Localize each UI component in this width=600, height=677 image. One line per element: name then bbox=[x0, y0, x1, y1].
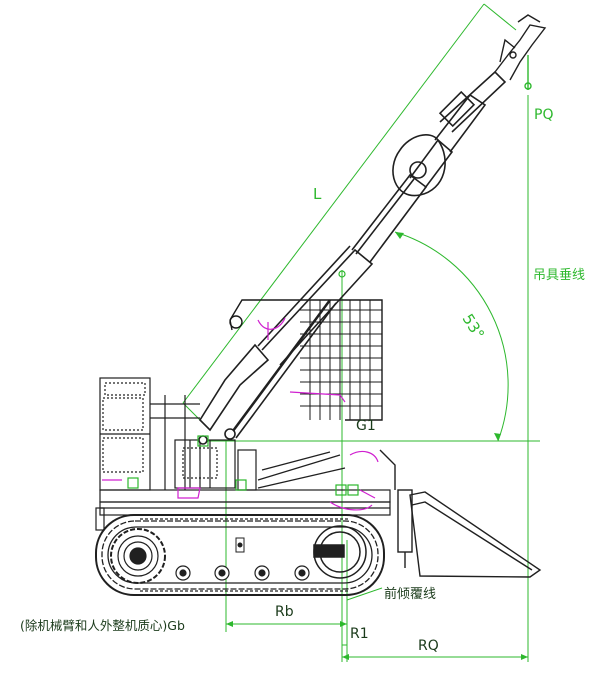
rear-guard-rail bbox=[150, 395, 200, 490]
label-r1: R1 bbox=[350, 626, 369, 642]
label-rb: Rb bbox=[275, 604, 294, 620]
track-assembly bbox=[95, 514, 385, 596]
angle-arc bbox=[394, 231, 509, 442]
operator-cage bbox=[229, 299, 383, 421]
crane-hook-icon bbox=[494, 14, 547, 90]
front-bucket bbox=[379, 449, 542, 578]
label-gb-note: (除机械臂和人外整机质心)Gb bbox=[20, 618, 185, 633]
idler-wheel bbox=[313, 525, 367, 579]
boom-length-dimension bbox=[182, 3, 485, 404]
dimension-lines bbox=[182, 3, 540, 662]
engine-box bbox=[174, 439, 346, 491]
boom-arm bbox=[198, 70, 507, 445]
label-pq: PQ bbox=[534, 107, 553, 123]
front-tip-leader bbox=[346, 587, 383, 601]
label-g1: G1 bbox=[356, 418, 376, 434]
dimension-arrows bbox=[226, 232, 528, 660]
cage-mesh bbox=[300, 300, 382, 420]
track-bolt bbox=[235, 537, 245, 553]
label-rq: RQ bbox=[418, 638, 439, 654]
road-wheels bbox=[175, 565, 310, 581]
label-length: L bbox=[313, 185, 322, 203]
hydraulic-parts bbox=[102, 317, 379, 511]
chassis bbox=[95, 377, 391, 531]
label-hook-vertical: 吊具垂线 bbox=[533, 268, 585, 283]
drive-sprocket-icon bbox=[110, 528, 166, 584]
reference-markers bbox=[127, 270, 359, 496]
label-front-tip-line: 前倾覆线 bbox=[384, 586, 436, 602]
boom-length-ext-high bbox=[483, 3, 517, 31]
label-angle: 53° bbox=[459, 311, 488, 343]
